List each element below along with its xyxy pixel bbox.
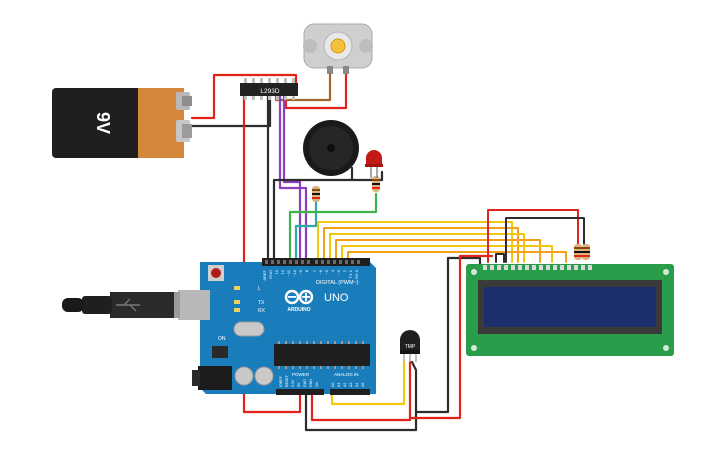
pin-11: ~11	[286, 269, 291, 276]
arduino-brand: ARDUINO	[287, 307, 310, 313]
wire-lcd-rs	[347, 251, 567, 263]
pin-6: ~6	[318, 269, 323, 274]
pin-gnd-1: GND	[303, 379, 307, 387]
pin-0: RX 0	[354, 269, 359, 279]
pin-12: 12	[280, 269, 285, 274]
pin-3v3: 3.3V	[291, 379, 295, 387]
resistor-buzzer[interactable]	[312, 186, 320, 202]
pin-a2: A2	[343, 383, 347, 387]
wire-lcd-d7	[317, 221, 513, 263]
wire-lcd-vdd	[487, 209, 579, 263]
battery-9v[interactable]: 9V	[52, 88, 192, 158]
lcd-screen	[484, 287, 656, 327]
piezo-buzzer[interactable]	[303, 120, 359, 176]
pin-a1: A1	[337, 383, 341, 387]
digital-header-label: DIGITAL (PWM~)	[316, 280, 359, 286]
capacitor-1	[234, 366, 254, 386]
pin-a0: A0	[331, 383, 335, 387]
power-header-label: POWER	[292, 372, 310, 377]
lcd-display[interactable]	[466, 264, 674, 356]
pin-3: ~3	[336, 269, 341, 274]
wires	[190, 68, 585, 432]
pin-5: ~5	[324, 269, 329, 274]
sensor-label: TMP	[405, 344, 416, 350]
pin-a5: A5	[361, 383, 365, 387]
pin-reset: RESET	[285, 374, 289, 387]
wire-lcd-e	[341, 245, 553, 263]
resistor-led[interactable]	[372, 176, 380, 192]
usb-connector	[62, 290, 210, 320]
arduino-uno[interactable]: L TX RX ON AREF GND 13 12 ~11 ~10 ~9 8 7…	[62, 258, 376, 395]
wire-motor-b	[284, 68, 348, 110]
pin-2: 2	[342, 269, 347, 272]
arduino-model: UNO	[324, 292, 349, 304]
pin-8: 8	[304, 269, 309, 272]
pin-4: 4	[330, 269, 335, 272]
label-rx: RX	[258, 308, 266, 314]
pin-13: 13	[274, 269, 279, 274]
pin-gnd-top: GND	[268, 270, 273, 279]
temperature-sensor[interactable]: TMP	[400, 330, 420, 362]
buzzer-hole-icon	[327, 144, 335, 152]
label-l: L	[258, 286, 261, 292]
pin-ioref: IOREF	[279, 375, 283, 387]
pin-a3: A3	[349, 383, 353, 387]
motor-driver-l293d[interactable]: L293D	[240, 78, 298, 100]
pin-10: ~10	[292, 269, 297, 277]
wire-lcd-5v-long	[408, 254, 494, 420]
reset-button[interactable]	[208, 265, 224, 281]
arduino-infinity-icon	[284, 289, 314, 305]
pin-1: TX 1	[348, 269, 353, 278]
lcd-pin-header	[483, 265, 592, 270]
wire-buzzer-gnd	[272, 166, 354, 264]
motor-shaft-icon	[330, 38, 346, 54]
capacitor-2	[254, 366, 274, 386]
battery-label: 9V	[93, 112, 113, 134]
wire-driver-in2	[282, 94, 302, 264]
dc-motor[interactable]	[303, 23, 373, 74]
wire-lcd-rw	[495, 253, 505, 263]
pin-aref: AREF	[262, 269, 267, 280]
label-on: ON	[218, 336, 226, 342]
pin-7: 7	[312, 269, 317, 272]
red-led[interactable]	[365, 150, 383, 178]
analog-header-label: ANALOG IN	[334, 372, 359, 377]
power-header	[276, 389, 324, 395]
pin-9: ~9	[298, 269, 303, 274]
wire-led-gnd	[350, 170, 384, 182]
analog-header	[330, 389, 370, 395]
wire-power-red	[242, 94, 302, 414]
resistor-lcd-1[interactable]	[574, 244, 582, 260]
voltage-regulator	[212, 346, 228, 358]
driver-label: L293D	[260, 88, 279, 95]
wire-5v-sensor	[310, 360, 412, 422]
pin-a4: A4	[355, 383, 359, 387]
wire-sensor-out	[330, 360, 406, 406]
wire-lcd-d5	[329, 233, 525, 263]
power-jack	[192, 366, 232, 390]
wire-battery-neg	[190, 94, 272, 128]
resistor-lcd-2[interactable]	[582, 244, 590, 260]
atmega-chip	[274, 341, 370, 369]
pin-5v: 5V	[297, 382, 301, 387]
pin-vin: Vin	[315, 382, 319, 387]
usb-icon	[116, 298, 140, 312]
wire-led-sig	[288, 192, 378, 264]
label-tx: TX	[258, 300, 265, 306]
wire-gnd-loop	[304, 360, 418, 432]
pin-gnd-2: GND	[309, 379, 313, 387]
wire-lcd-gnd-long	[414, 256, 482, 414]
wire-battery-pos	[190, 73, 298, 120]
wire-lcd-vss	[505, 217, 585, 263]
